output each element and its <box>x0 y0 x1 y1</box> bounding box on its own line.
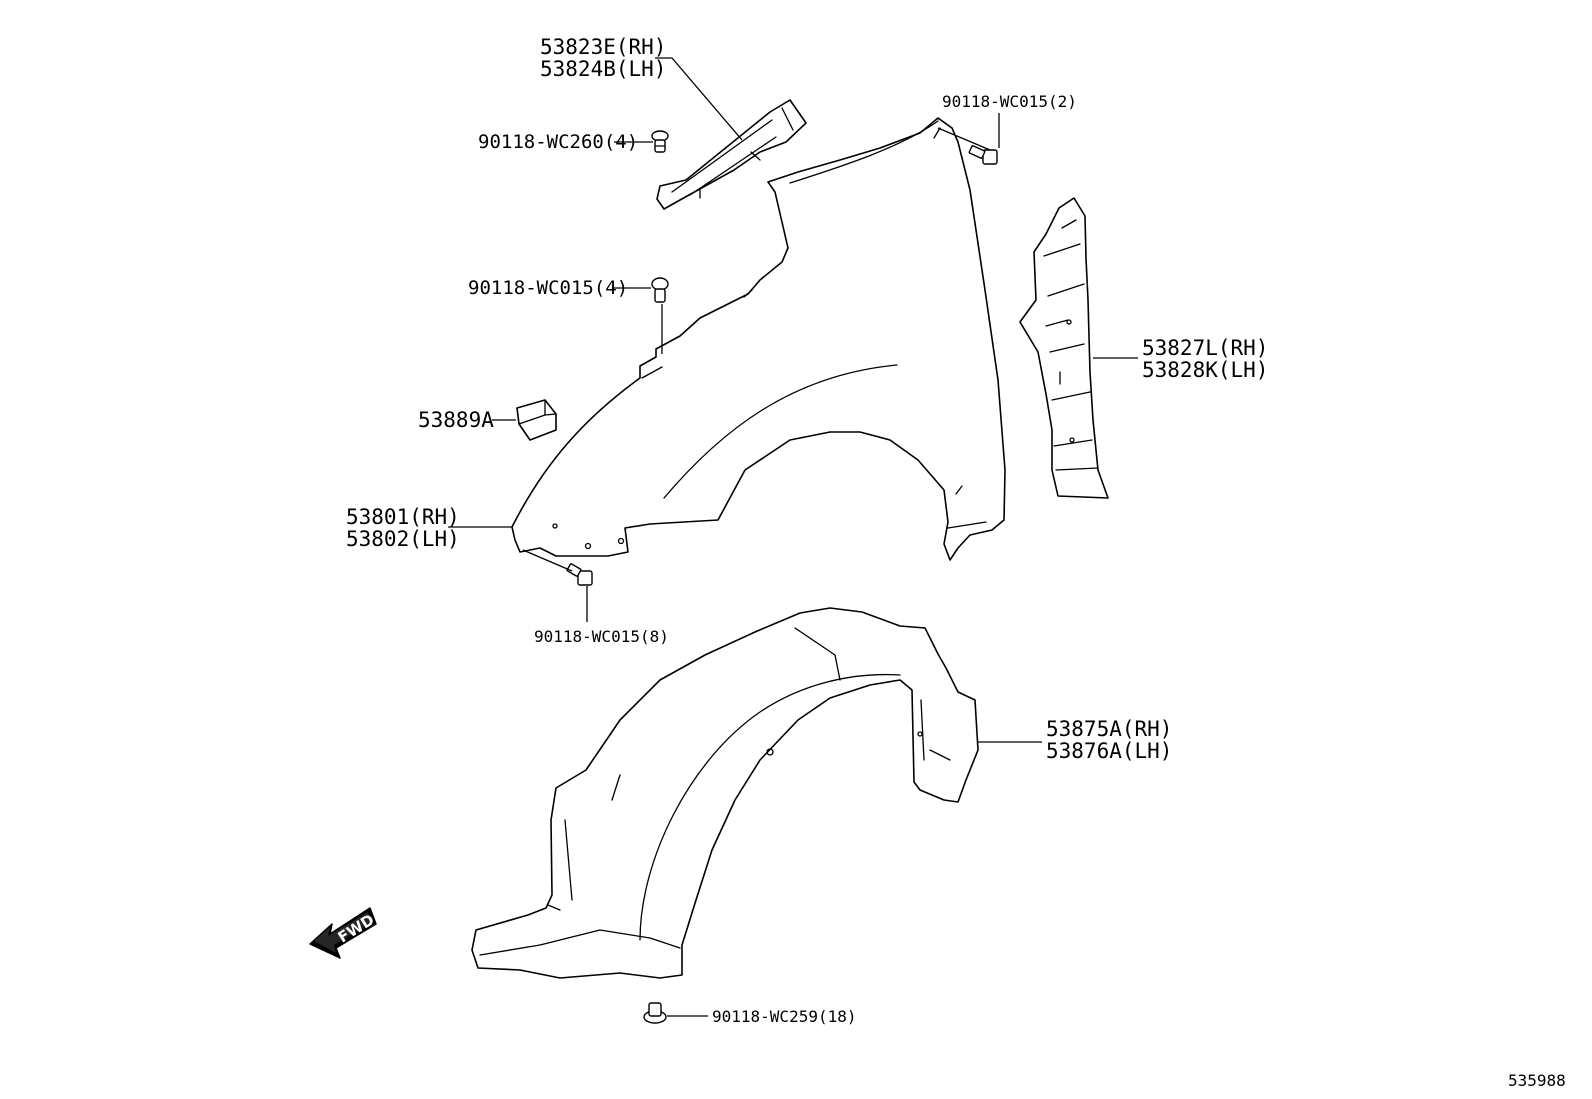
label-53824b-lh: 53824B(LH) <box>540 57 666 81</box>
label-90118-wc260: 90118-WC260(4) <box>478 131 638 153</box>
bolt-icon-wc015-4 <box>651 277 669 303</box>
fwd-label: FWD <box>335 910 378 946</box>
label-53823e-rh: 53823E(RH) <box>540 35 666 59</box>
bolt-icon-wc015-8 <box>566 563 593 586</box>
front-fender <box>511 117 1006 561</box>
label-53875a-rh: 53875A(RH) <box>1046 717 1172 741</box>
fender-apron <box>1019 197 1109 499</box>
bolt-icon-wc015-2 <box>968 145 998 165</box>
clip-icon-wc259 <box>643 1002 667 1024</box>
label-90118-wc015-4: 90118-WC015(4) <box>468 277 628 299</box>
label-90118-wc259: 90118-WC259(18) <box>712 1007 857 1026</box>
label-53801-rh: 53801(RH) <box>346 505 460 529</box>
illustration-number: 535988 <box>1508 1071 1566 1090</box>
label-90118-wc015-2: 90118-WC015(2) <box>942 92 1077 111</box>
label-53876a-lh: 53876A(LH) <box>1046 739 1172 763</box>
leader-lines <box>448 57 1138 1017</box>
label-53828k-lh: 53828K(LH) <box>1142 358 1268 382</box>
fender-liner <box>471 607 979 979</box>
label-53802-lh: 53802(LH) <box>346 527 460 551</box>
fender-moulding <box>656 99 807 210</box>
clip-icon-wc260 <box>651 130 669 153</box>
label-53889a: 53889A <box>418 408 494 432</box>
fender-seal <box>516 399 557 441</box>
label-53827l-rh: 53827L(RH) <box>1142 336 1268 360</box>
fwd-arrow-icon: FWD <box>309 907 378 959</box>
label-90118-wc015-8: 90118-WC015(8) <box>534 627 669 646</box>
